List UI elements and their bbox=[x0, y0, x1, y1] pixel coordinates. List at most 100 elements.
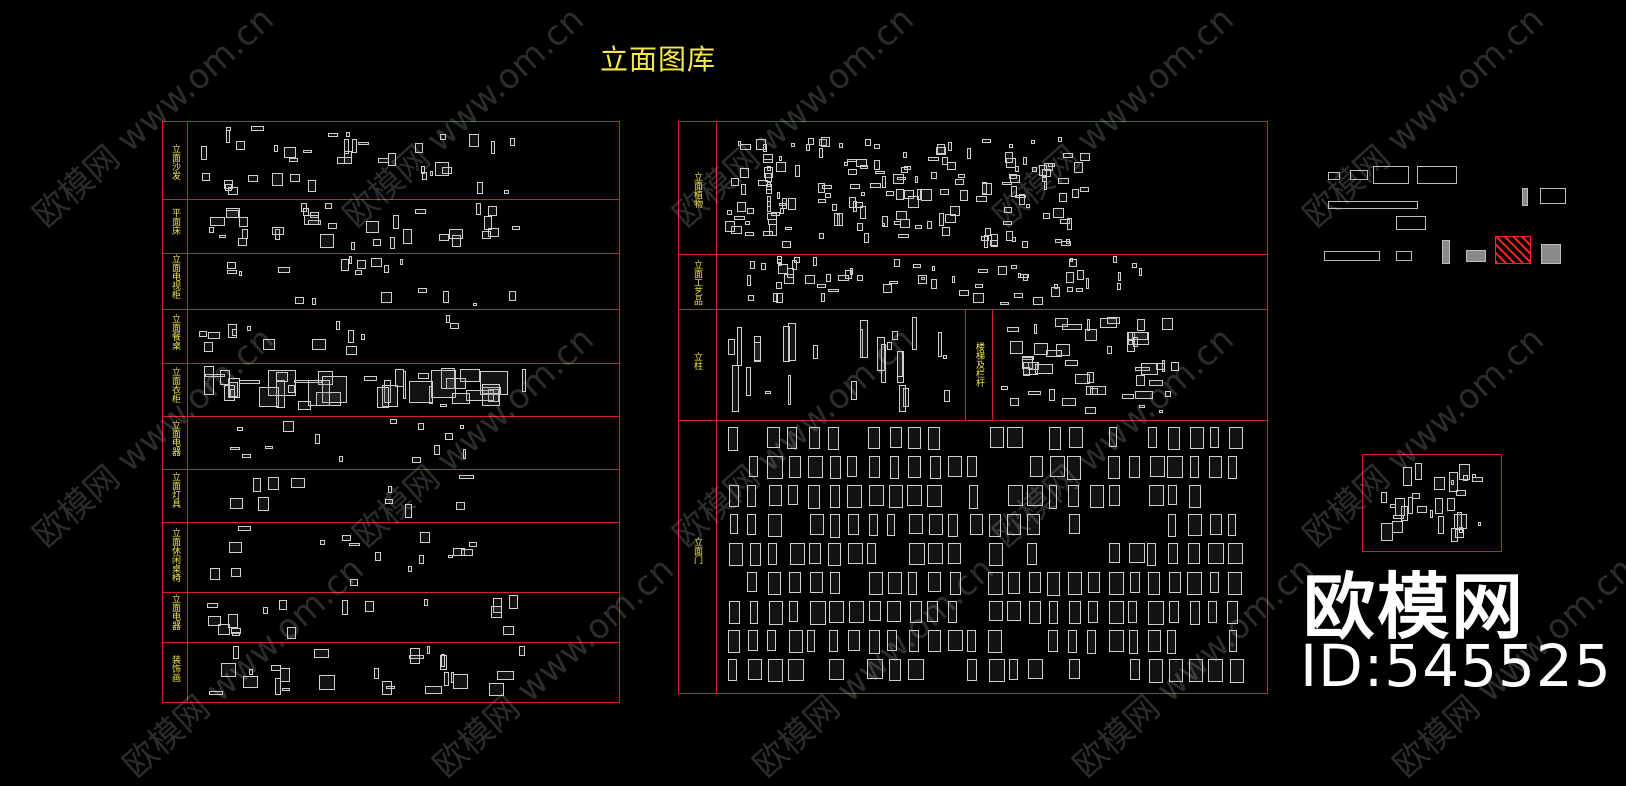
cad-symbol bbox=[1080, 186, 1089, 193]
door-symbol bbox=[989, 514, 1001, 537]
door-symbol bbox=[1149, 456, 1166, 478]
door-symbol bbox=[829, 485, 841, 508]
symbol-thumbnail bbox=[1396, 251, 1412, 261]
cad-symbol bbox=[1391, 520, 1403, 534]
door-symbol bbox=[1149, 485, 1165, 506]
cad-symbol bbox=[942, 355, 948, 360]
cad-symbol bbox=[1133, 337, 1138, 348]
cad-symbol bbox=[228, 378, 241, 398]
door-symbol bbox=[1007, 485, 1023, 506]
cad-symbol bbox=[1003, 220, 1013, 225]
cad-symbol bbox=[371, 258, 383, 268]
cad-symbol bbox=[1127, 339, 1135, 353]
left-row-divider bbox=[163, 363, 619, 364]
door-symbol bbox=[1048, 485, 1058, 509]
section-label: 立面沙发 bbox=[170, 144, 180, 180]
cad-symbol bbox=[900, 218, 910, 228]
cad-symbol bbox=[766, 189, 772, 195]
cad-symbol bbox=[1434, 477, 1446, 490]
cad-symbol bbox=[1062, 397, 1077, 407]
cad-symbol bbox=[227, 270, 237, 275]
cad-symbol bbox=[208, 691, 224, 695]
left-elevation-table: 立面沙发 平面床 立面电视柜 立面餐桌 立面衣柜 立面电器 立面灯具 立面休闲桌… bbox=[162, 121, 620, 703]
door-symbol bbox=[768, 543, 777, 566]
cad-symbol bbox=[737, 201, 747, 213]
cad-symbol bbox=[411, 457, 422, 463]
door-symbol bbox=[829, 659, 844, 680]
cad-symbol bbox=[900, 167, 909, 173]
door-symbol bbox=[729, 543, 744, 567]
cad-symbol bbox=[417, 288, 427, 293]
cad-symbol bbox=[767, 165, 772, 171]
door-symbol bbox=[867, 659, 883, 680]
door-symbol bbox=[807, 630, 816, 652]
cad-symbol bbox=[930, 279, 937, 289]
cad-symbol bbox=[276, 372, 289, 382]
door-symbol bbox=[1068, 485, 1079, 508]
cad-symbol bbox=[1043, 180, 1048, 190]
door-symbol bbox=[1169, 659, 1184, 683]
door-symbol bbox=[1007, 572, 1020, 594]
door-symbol bbox=[767, 514, 783, 537]
cad-symbol bbox=[207, 615, 221, 626]
door-symbol bbox=[1148, 659, 1164, 683]
door-symbol bbox=[1108, 456, 1121, 480]
door-symbol bbox=[848, 601, 865, 624]
cad-symbol bbox=[481, 383, 500, 407]
door-symbol bbox=[1167, 456, 1183, 478]
cad-symbol bbox=[916, 188, 922, 201]
cad-symbol bbox=[1073, 162, 1083, 174]
cad-symbol bbox=[402, 370, 406, 400]
door-symbol bbox=[948, 601, 958, 624]
cad-symbol bbox=[982, 138, 992, 144]
cad-symbol bbox=[856, 275, 863, 282]
door-symbol bbox=[1009, 659, 1018, 680]
cad-symbol bbox=[1060, 241, 1071, 246]
cad-symbol bbox=[447, 554, 454, 559]
cad-symbol bbox=[932, 266, 936, 271]
cad-symbol bbox=[452, 393, 470, 404]
cad-symbol bbox=[1042, 177, 1047, 182]
door-symbol bbox=[1049, 456, 1065, 478]
cad-symbol bbox=[764, 172, 773, 183]
cad-symbol bbox=[491, 606, 503, 618]
cad-symbol bbox=[882, 175, 887, 188]
cad-symbol bbox=[252, 478, 262, 493]
cad-symbol bbox=[241, 453, 251, 459]
cad-symbol bbox=[821, 137, 831, 148]
door-symbol bbox=[829, 456, 841, 480]
door-symbol bbox=[1129, 572, 1140, 593]
symbol-thumbnail bbox=[1541, 244, 1561, 264]
cad-symbol bbox=[1010, 341, 1023, 355]
door-symbol bbox=[847, 456, 858, 477]
cad-symbol bbox=[1429, 510, 1434, 519]
cad-symbol bbox=[870, 182, 882, 188]
cad-symbol bbox=[207, 603, 218, 609]
door-symbol bbox=[908, 543, 925, 565]
cad-symbol bbox=[773, 293, 778, 303]
door-symbol bbox=[888, 485, 903, 508]
left-row-divider bbox=[163, 199, 619, 200]
cad-symbol bbox=[445, 314, 450, 324]
cad-symbol bbox=[768, 223, 777, 236]
cad-symbol bbox=[341, 259, 349, 271]
door-symbol bbox=[967, 630, 976, 653]
cad-symbol bbox=[882, 222, 886, 227]
cad-symbol bbox=[838, 143, 843, 149]
cad-symbol bbox=[1117, 272, 1121, 282]
cad-symbol bbox=[421, 171, 428, 180]
cad-symbol bbox=[342, 600, 349, 615]
cad-symbol bbox=[1447, 498, 1456, 512]
cad-symbol bbox=[386, 685, 395, 689]
door-symbol bbox=[1189, 456, 1199, 479]
section-label: 立面电器 bbox=[170, 594, 180, 630]
cad-symbol bbox=[984, 235, 989, 248]
cad-symbol bbox=[1028, 390, 1041, 396]
cad-symbol bbox=[737, 140, 741, 146]
door-symbol bbox=[1087, 630, 1096, 654]
cad-symbol bbox=[1086, 318, 1090, 331]
cad-symbol bbox=[259, 387, 279, 408]
cad-symbol bbox=[763, 159, 774, 164]
cad-symbol bbox=[921, 277, 926, 281]
left-row-divider bbox=[163, 309, 619, 310]
